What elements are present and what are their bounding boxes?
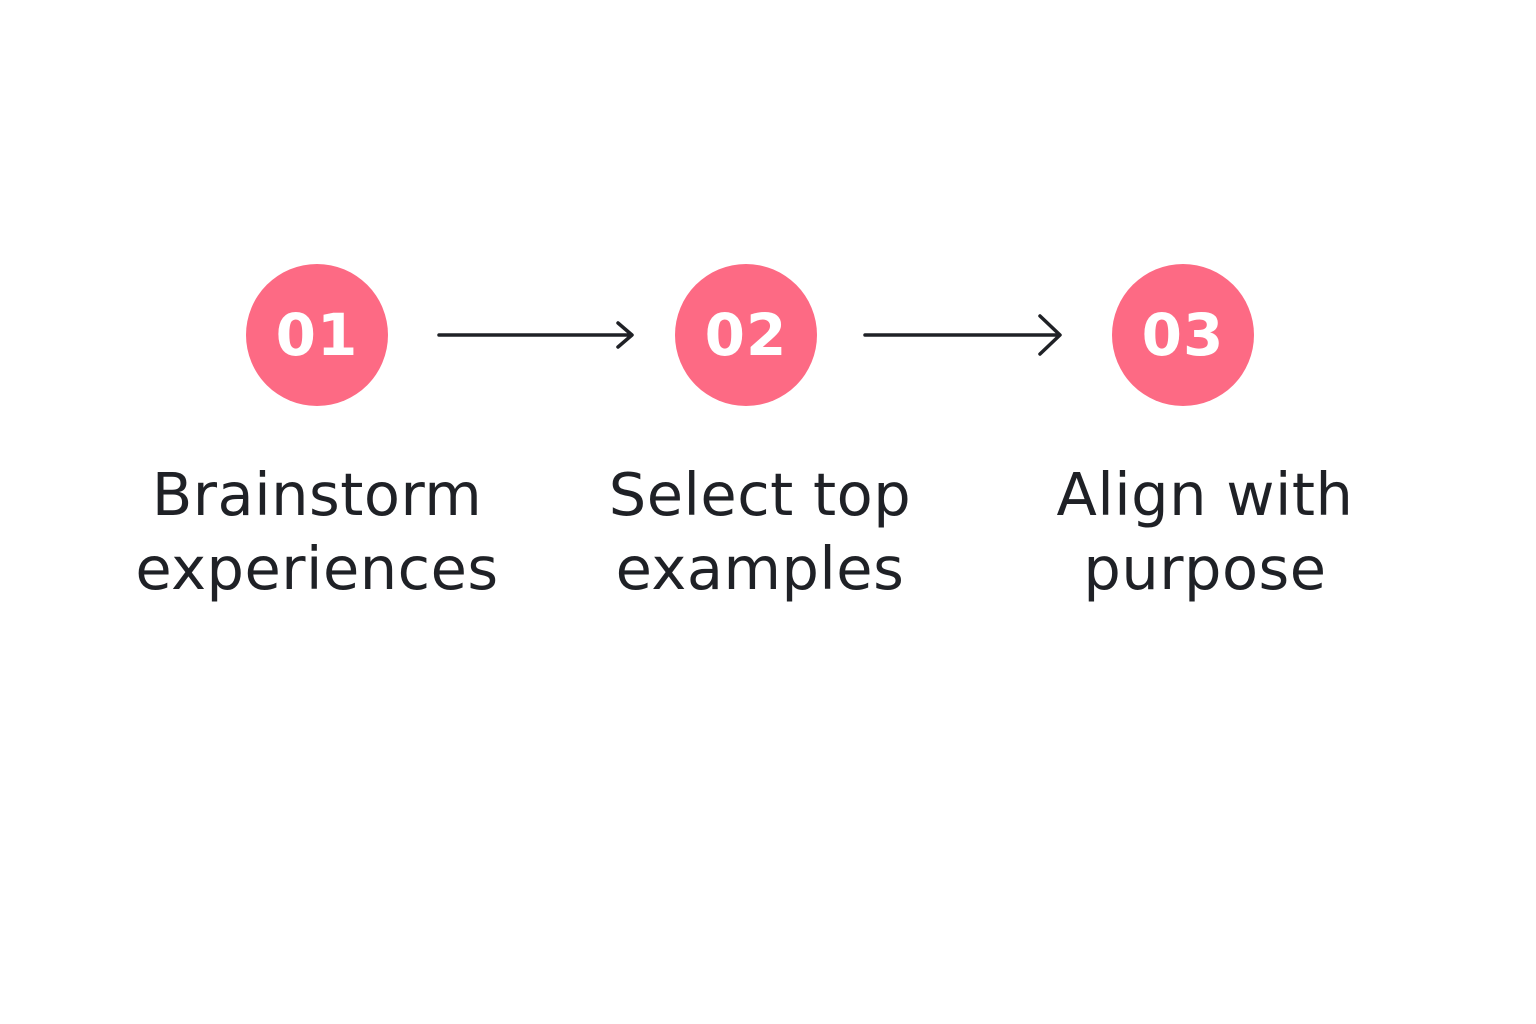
step-1-number: 01 bbox=[275, 301, 359, 369]
step-1-label: Brainstorm experiences bbox=[107, 458, 527, 606]
arrow-right-icon bbox=[863, 314, 1062, 356]
step-3-label-line-2: purpose bbox=[1083, 534, 1327, 603]
step-1-label-line-1: Brainstorm bbox=[151, 460, 483, 529]
step-1-circle: 01 bbox=[246, 264, 388, 406]
step-1-label-line-2: experiences bbox=[135, 534, 499, 603]
step-2-label: Select top examples bbox=[550, 458, 970, 606]
step-3-number: 03 bbox=[1141, 301, 1225, 369]
step-3-label-line-1: Align with bbox=[1056, 460, 1354, 529]
step-2-label-line-1: Select top bbox=[608, 460, 912, 529]
step-2-label-line-2: examples bbox=[615, 534, 905, 603]
step-2-circle: 02 bbox=[675, 264, 817, 406]
step-3-label: Align with purpose bbox=[995, 458, 1415, 606]
step-3-circle: 03 bbox=[1112, 264, 1254, 406]
arrow-right-icon bbox=[437, 321, 634, 349]
step-2-number: 02 bbox=[704, 301, 788, 369]
